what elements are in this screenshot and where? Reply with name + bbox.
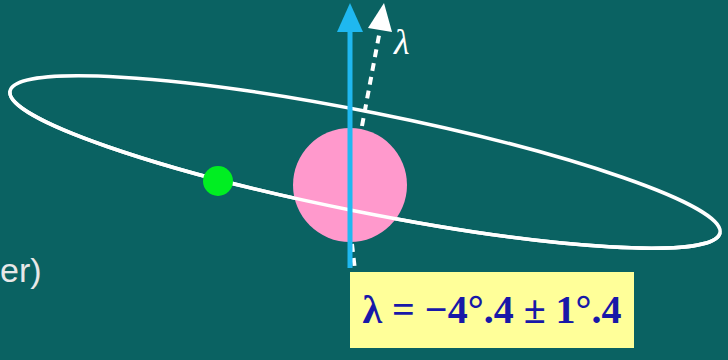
result-box: λ = −4°.4 ± 1°.4 bbox=[350, 272, 634, 348]
spin-axis-head bbox=[337, 3, 363, 32]
orbit-front bbox=[0, 84, 728, 282]
angle-symbol: λ bbox=[394, 24, 410, 60]
orbit-axis bbox=[362, 30, 380, 126]
cut-off-text: er) bbox=[0, 253, 42, 287]
spin-axis bbox=[348, 30, 353, 268]
result-value: λ = −4°.4 ± 1°.4 bbox=[362, 288, 621, 332]
planet bbox=[203, 166, 233, 196]
orbit-ellipse bbox=[0, 42, 728, 282]
orbit-axis-head bbox=[368, 3, 392, 32]
